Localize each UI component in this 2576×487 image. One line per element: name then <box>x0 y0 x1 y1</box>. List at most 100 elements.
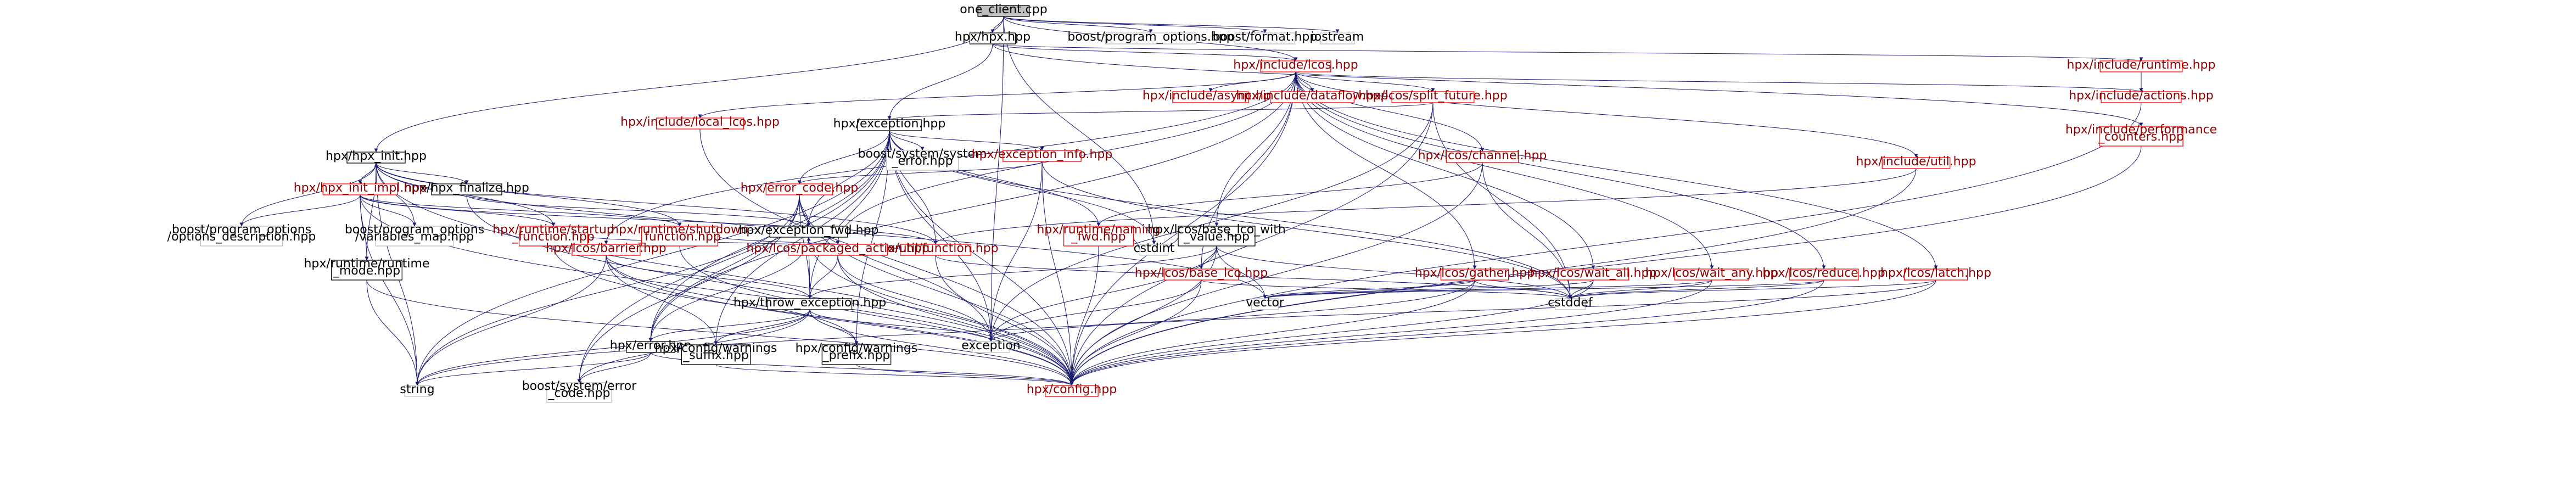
node-split-future[interactable]: hpx/lcos/split_future.hpp <box>1358 89 1508 103</box>
node-wait-all[interactable]: hpx/lcos/wait_all.hpp <box>1530 266 1657 281</box>
edge-lcos-hpp-to-actions-hpp <box>1295 71 2143 92</box>
edge-hpx-init-to-po-desc <box>239 163 377 227</box>
node-exception-info[interactable]: hpx/exception_info.hpp <box>972 148 1113 162</box>
node-wait-any[interactable]: hpx/lcos/wait_any.hpp <box>1645 266 1778 281</box>
node-lcos-hpp[interactable]: hpx/include/lcos.hpp <box>1233 58 1358 72</box>
node-config-hpp[interactable]: hpx/config.hpp <box>1027 383 1117 397</box>
edge-reduce-hpp-to-cstddef <box>1568 279 1824 299</box>
node-label: boost/program_options <box>172 223 311 237</box>
edge-wait-any-to-cstddef <box>1568 279 1712 299</box>
edge-base-lco-wv-to-exception-std <box>989 245 1217 342</box>
node-shutdown-fn[interactable]: hpx/runtime/shutdown_function.hpp <box>611 223 748 247</box>
node-box <box>972 341 1010 353</box>
node-util-hpp[interactable]: hpx/include/util.hpp <box>1856 155 1976 169</box>
node-base-lco-wv[interactable]: hpx/lcos/base_lco_with_value.hpp <box>1147 223 1286 247</box>
edge-hpx-init-impl-to-startup-fn <box>360 194 556 227</box>
node-vector: vector <box>1246 296 1285 310</box>
node-label: hpx/lcos/gather.hpp <box>1415 266 1535 280</box>
node-reduce-hpp[interactable]: hpx/lcos/reduce.hpp <box>1762 266 1885 281</box>
edge-gather-hpp-to-vector <box>1263 279 1475 299</box>
node-po-vars: boost/program_options/variables_map.hpp <box>345 223 484 247</box>
node-hpx-finalize[interactable]: hpx/hpx_finalize.hpp <box>404 181 529 195</box>
node-throw-exception[interactable]: hpx/throw_exception.hpp <box>733 296 886 310</box>
node-label: hpx/config/warnings <box>655 342 777 355</box>
node-label: hpx/config/warnings <box>796 342 918 355</box>
edge-error-hpp-to-boost-errcode <box>577 352 651 383</box>
node-perf-counters[interactable]: hpx/include/performance_counters.hpp <box>2065 123 2217 147</box>
edge-lcos-hpp-to-error-hpp <box>648 71 1296 342</box>
edge-reduce-hpp-to-vector <box>1263 279 1824 299</box>
edge-wait-all-to-vector <box>1263 279 1594 299</box>
node-packaged-action[interactable]: hpx/lcos/packaged_action.hpp <box>746 242 929 256</box>
node-label: hpx/error_code.hpp <box>741 181 859 195</box>
node-label: _function.hpp <box>512 230 595 244</box>
edge-exception-hpp-to-naming-fwd <box>889 130 1101 227</box>
node-dataflow-hpp[interactable]: hpx/include/dataflow.hpp <box>1236 89 1388 103</box>
node-cstddef: cstddef <box>1548 296 1593 310</box>
node-label: hpx/exception_info.hpp <box>972 148 1113 161</box>
node-box <box>1789 268 1859 281</box>
node-hpx-hpp[interactable]: hpx/hpx.hpp <box>955 30 1031 44</box>
node-channel-hpp[interactable]: hpx/lcos/channel.hpp <box>1418 149 1547 163</box>
node-local-lcos[interactable]: hpx/include/local_lcos.hpp <box>620 115 780 130</box>
edge-packaged-action-to-throw-exception <box>808 255 838 299</box>
node-error-hpp[interactable]: hpx/error.hpp <box>610 339 691 353</box>
node-actions-hpp[interactable]: hpx/include/actions.hpp <box>2069 89 2214 103</box>
node-exception-hpp[interactable]: hpx/exception.hpp <box>833 117 946 131</box>
node-string: string <box>400 383 435 397</box>
edge-base-lco-wv-to-cstddef <box>1216 245 1572 299</box>
edge-root-to-boost-format <box>1003 16 1267 33</box>
node-label: cstdint <box>1134 242 1175 255</box>
node-error-code[interactable]: hpx/error_code.hpp <box>741 181 859 195</box>
node-exception-fwd[interactable]: hpx/exception_fwd.hpp <box>738 223 879 238</box>
node-label: hpx/runtime/shutdown <box>611 223 748 237</box>
node-label: hpx/include/performance <box>2065 123 2217 137</box>
node-hpx-init[interactable]: hpx/hpx_init.hpp <box>326 149 427 164</box>
edge-error-hpp-to-string <box>415 352 651 386</box>
edge-throw-exception-to-config-hpp <box>809 309 1074 386</box>
node-naming-fwd[interactable]: hpx/runtime/naming_fwd.hpp <box>1037 223 1161 247</box>
node-label: hpx/include/actions.hpp <box>2069 89 2214 103</box>
node-label: hpx/lcos/base_lco_with <box>1147 223 1286 237</box>
node-label: /options_description.hpp <box>167 230 316 244</box>
node-runtime-hpp[interactable]: hpx/include/runtime.hpp <box>2067 58 2216 72</box>
edge-exception-info-to-exception-std <box>989 161 1043 342</box>
node-warnings-suffix[interactable]: hpx/config/warnings_suffix.hpp <box>655 342 777 365</box>
edge-hpx-init-impl-to-hpx-init <box>360 163 378 184</box>
node-label: cstddef <box>1548 296 1593 310</box>
node-latch-hpp[interactable]: hpx/lcos/latch.hpp <box>1880 266 1991 281</box>
node-label: vector <box>1246 296 1285 310</box>
edge-warnings-prefix-to-config-hpp <box>856 364 1074 386</box>
node-hpx-init-impl[interactable]: hpx/hpx_init_impl.hpp <box>294 181 427 195</box>
node-box <box>656 117 744 130</box>
node-box <box>1674 268 1750 281</box>
node-label: hpx/lcos/channel.hpp <box>1418 149 1547 163</box>
edge-wait-all-to-config-hpp <box>1069 279 1594 386</box>
node-box <box>431 183 502 195</box>
edge-exception-hpp-to-error-code <box>797 130 890 184</box>
node-label: hpx/include/dataflow.hpp <box>1236 89 1388 103</box>
node-gather-hpp[interactable]: hpx/lcos/gather.hpp <box>1415 266 1535 281</box>
node-warnings-prefix[interactable]: hpx/config/warnings_prefix.hpp <box>796 342 918 365</box>
edge-lcos-hpp-to-wait-all <box>1295 71 1595 270</box>
node-startup-fn[interactable]: hpx/runtime/startup_function.hpp <box>492 223 614 247</box>
node-box <box>1234 32 1296 44</box>
node-box <box>626 341 675 353</box>
node-label: _fwd.hpp <box>1071 230 1125 244</box>
node-barrier-hpp[interactable]: hpx/lcos/barrier.hpp <box>546 242 667 256</box>
edge-hpx-init-impl-to-po-vars <box>360 194 417 227</box>
node-label: hpx/hpx_init_impl.hpp <box>294 181 427 195</box>
edge-exception-hpp-to-boost-syserr <box>889 130 925 151</box>
edge-wait-any-to-config-hpp <box>1069 279 1712 386</box>
edge-hpx-init-to-unique-fn <box>376 163 938 245</box>
node-box <box>1881 157 1951 169</box>
node-label: hpx/include/lcos.hpp <box>1233 58 1358 72</box>
edge-hpx-init-to-shutdown-fn <box>376 163 682 227</box>
node-box <box>1003 150 1082 162</box>
node-runtime-mode[interactable]: hpx/runtime/runtime_mode.hpp <box>304 257 430 281</box>
node-base-lco[interactable]: hpx/lcos/base_lco.hpp <box>1135 266 1268 281</box>
node-label: hpx/hpx.hpp <box>955 30 1031 44</box>
node-async-hpp[interactable]: hpx/include/async.hpp <box>1143 89 1279 103</box>
node-unique-fn[interactable]: hpx/util/function.hpp <box>872 242 999 256</box>
